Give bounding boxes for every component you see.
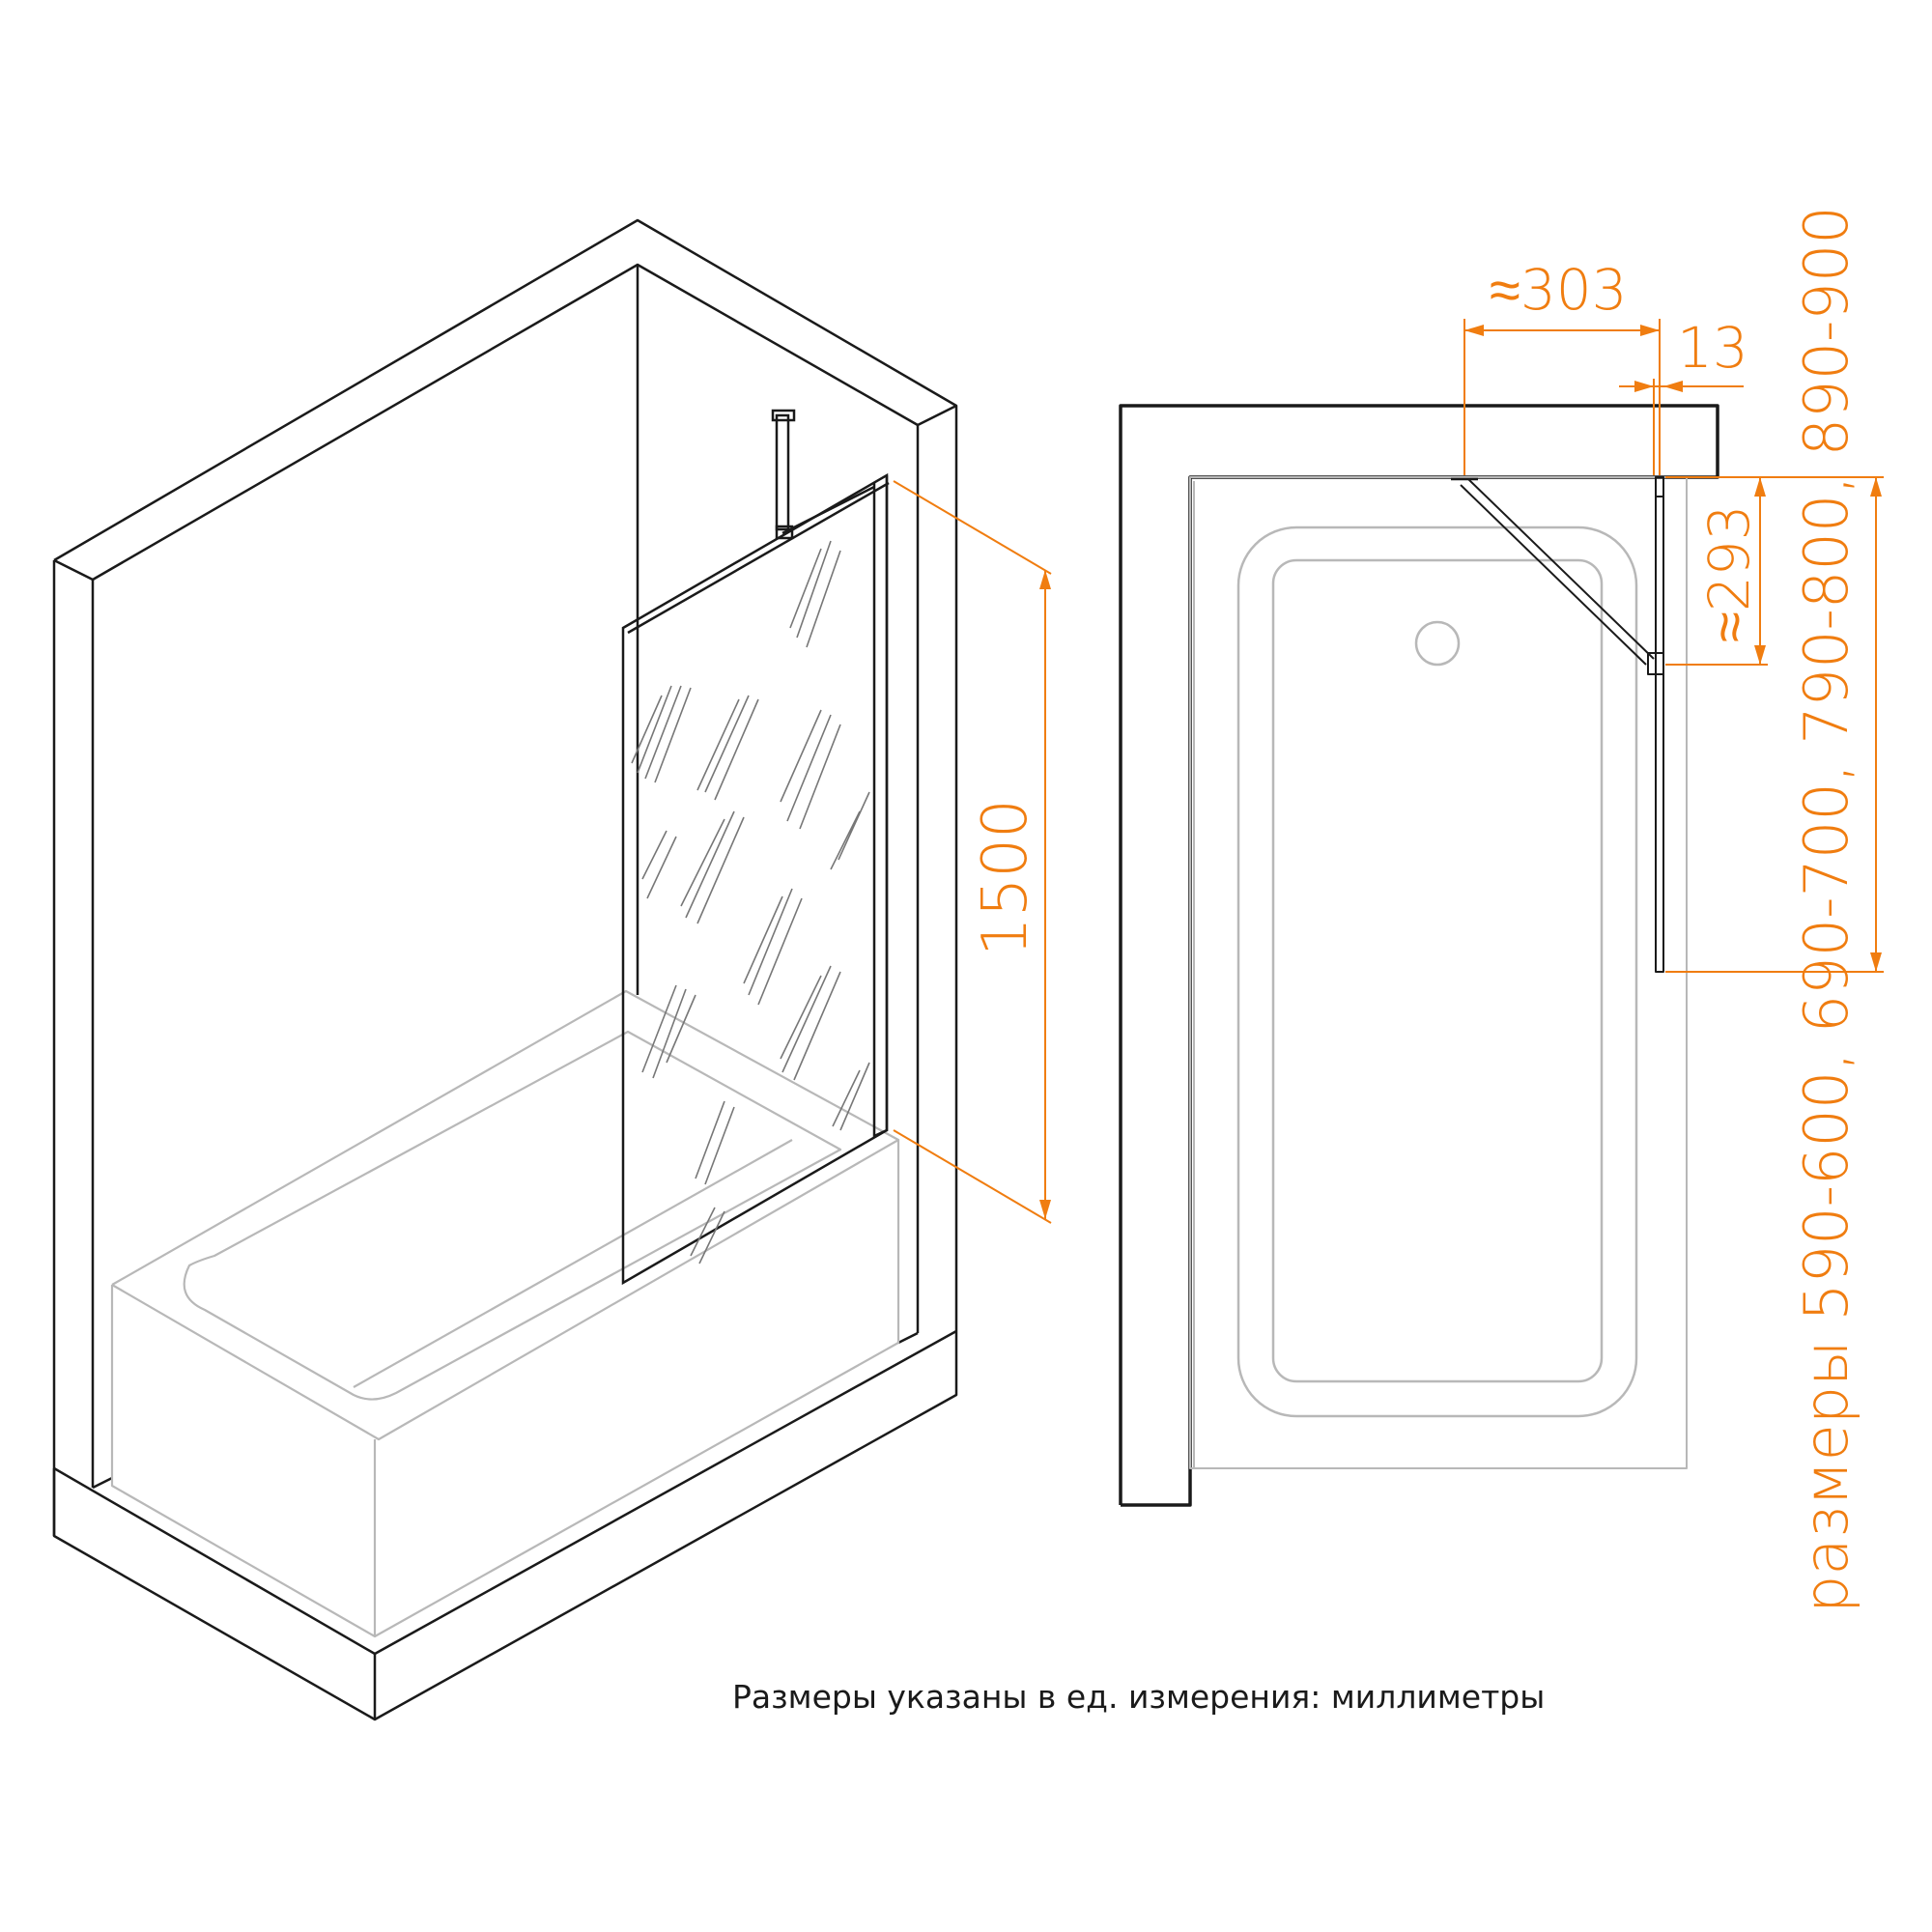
label-arm-length: ≈303 — [1490, 257, 1628, 323]
floor-inner-left — [92, 1476, 113, 1490]
dim-height-1500 — [893, 480, 1052, 1224]
tub-inner-line — [353, 1139, 793, 1388]
label-arm-drop: ≈293 — [1696, 504, 1762, 642]
plan-drain — [1414, 620, 1461, 667]
stabilizer-bar — [781, 485, 875, 535]
glass-top-edge — [627, 481, 890, 635]
plan-tub-outer — [1189, 476, 1688, 1469]
plan-wall — [1119, 404, 1719, 1507]
plan-glass-top — [1655, 476, 1664, 497]
plan-arm-b — [1467, 478, 1655, 660]
wall-left-top-cap — [53, 558, 94, 582]
plan-glass — [1655, 476, 1664, 973]
glass-pattern — [631, 540, 870, 1264]
wall-right-top-cap — [917, 404, 957, 427]
plan-arm-a — [1460, 484, 1647, 666]
glass-profile — [872, 475, 889, 1138]
tub-side — [374, 1140, 900, 1637]
floor-edge — [53, 1329, 957, 1656]
plan-arm-clamp — [1647, 652, 1664, 675]
label-height: 1500 — [970, 799, 1041, 956]
isometric-view — [52, 218, 958, 1721]
floor-inner-right — [897, 1331, 919, 1345]
plan-tub-rim — [1236, 526, 1638, 1418]
tub-inner-rim — [183, 1030, 842, 1401]
label-sizes: размеры 590-600, 690-700, 790-800, 890-9… — [1791, 206, 1861, 1613]
units-note: Размеры указаны в ед. измерения: миллиме… — [732, 1678, 1545, 1716]
ceiling-rod — [775, 413, 790, 531]
label-profile-offset: 13 — [1677, 315, 1748, 381]
rod-clamp — [775, 525, 794, 540]
ceiling-bracket — [771, 409, 796, 422]
glass-panel-iso — [621, 409, 890, 1286]
plan-dimensions — [1463, 319, 1884, 973]
floor-base — [52, 1331, 958, 1721]
plan-tub-basin — [1271, 558, 1604, 1383]
wall-top-outer — [53, 218, 958, 1331]
tub-front — [110, 1285, 377, 1638]
bathtub-iso — [110, 989, 900, 1638]
plan-view — [1119, 404, 1719, 1507]
